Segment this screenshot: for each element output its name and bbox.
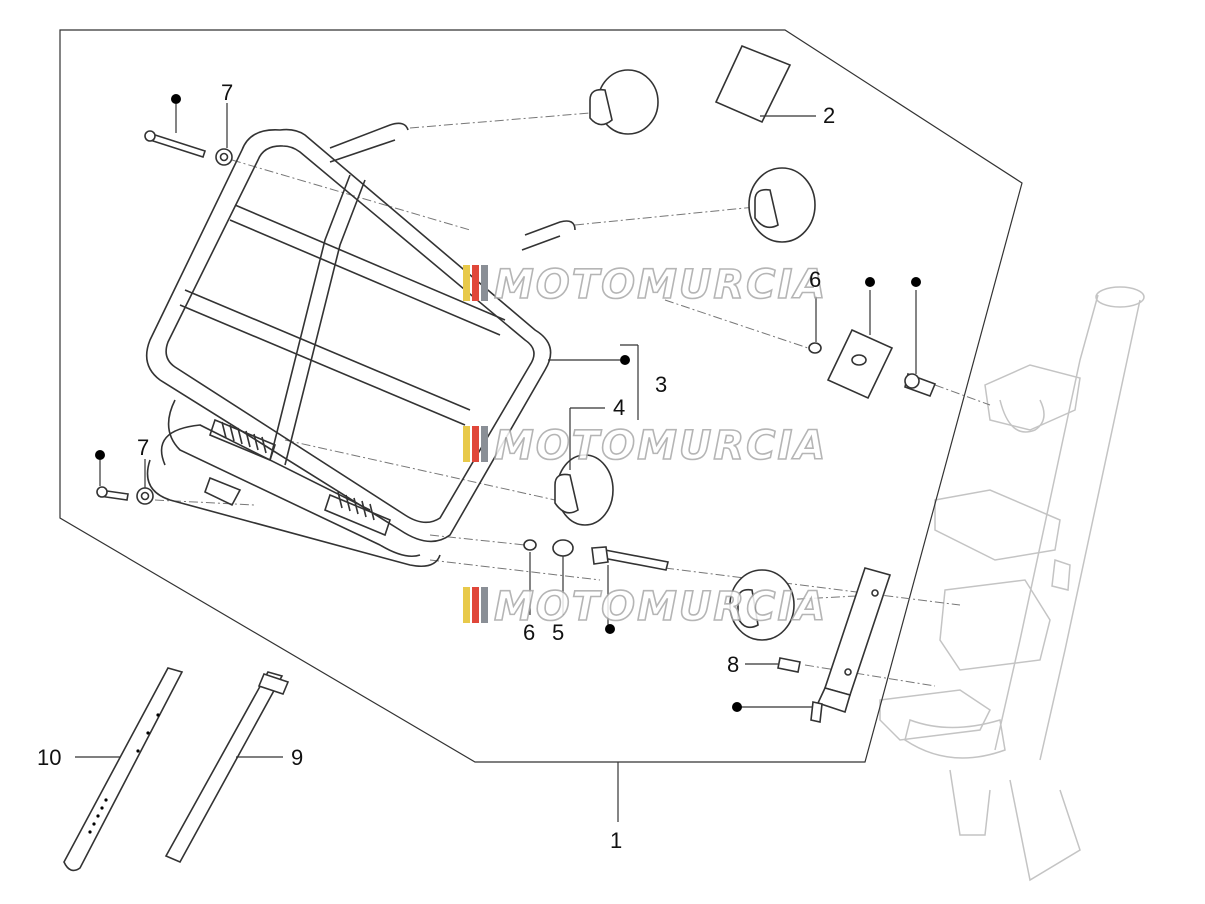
strap-10: [63, 667, 184, 872]
callout-5: 5: [552, 620, 564, 645]
watermark-bottom: MOTOMURCIA: [463, 583, 827, 631]
callout-4: 4: [613, 395, 625, 420]
callout-9: 9: [291, 745, 303, 770]
mounting-bracket: [810, 567, 892, 723]
nut-upper: [215, 148, 233, 166]
grommet-top: [589, 69, 659, 135]
spring-right: [337, 491, 375, 521]
kit-outline: [59, 29, 1023, 763]
screw-upper: [144, 130, 207, 159]
grommet-lower: [729, 569, 795, 641]
callout-8: 8: [727, 652, 739, 677]
watermark-middle: MOTOMURCIA: [463, 422, 827, 470]
grommet-center: [554, 454, 614, 526]
callout-7-lower: 7: [137, 435, 149, 460]
callout-10: 10: [37, 745, 61, 770]
watermark-text: MOTOMURCIA: [494, 423, 827, 469]
marker-dots: [95, 94, 921, 712]
rubber-pad: [714, 44, 792, 124]
leader-lines: [75, 103, 917, 822]
watermark-text: MOTOMURCIA: [494, 262, 827, 308]
callout-3: 3: [655, 372, 667, 397]
spring-left: [221, 421, 267, 454]
screw-lower: [96, 486, 129, 501]
callout-6-lower: 6: [523, 620, 535, 645]
nut-lower: [136, 487, 154, 505]
steering-column-ghost: [879, 286, 1145, 882]
bolt-right: [904, 372, 937, 398]
callout-1: 1: [610, 828, 622, 853]
watermark-top: MOTOMURCIA: [463, 261, 827, 309]
washer-lower: [523, 539, 537, 551]
screw-8: [777, 657, 801, 673]
washer-upper: [808, 342, 822, 354]
callout-2: 2: [823, 103, 835, 128]
grommet-upper-right: [748, 167, 816, 243]
large-washer: [552, 539, 574, 557]
callout-6-upper: 6: [809, 267, 821, 292]
long-bolt: [591, 546, 669, 571]
alignment-lines: [154, 112, 991, 687]
mounting-plate: [826, 328, 894, 400]
front-luggage-rack: [145, 122, 576, 568]
watermark-text: MOTOMURCIA: [494, 584, 827, 630]
strap-9: [164, 671, 290, 864]
callout-7-upper: 7: [221, 80, 233, 105]
